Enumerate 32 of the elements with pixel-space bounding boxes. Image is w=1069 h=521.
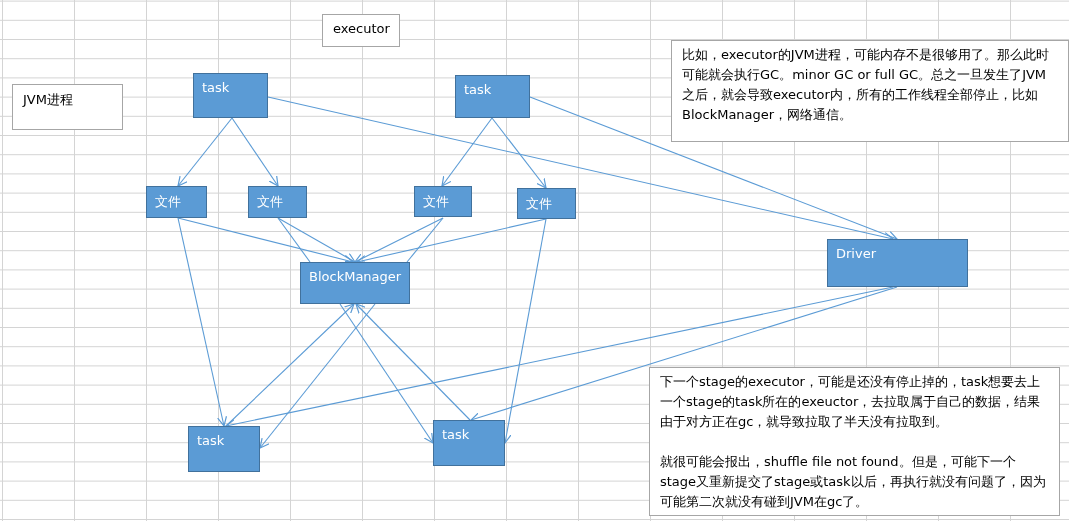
arrow (259, 303, 376, 449)
file-box: 文件 (414, 186, 472, 217)
arrow (441, 117, 493, 187)
note-box: 比如，executor的JVM进程，可能内存不是很够用了。那么此时可能就会执行GC。minor GC or full GC。总之一旦发生了JVM之后，就会导致executor内，所有的工作线程全部停止，比如BlockManager，网络通信。 (671, 40, 1069, 142)
arrow (491, 117, 547, 189)
file-box: 文件 (517, 188, 576, 219)
task-box: task (455, 75, 530, 118)
task-box: task (193, 73, 268, 118)
task-box: task (433, 420, 505, 466)
arrow (355, 303, 471, 421)
arrow (470, 286, 898, 423)
arrow (529, 96, 898, 241)
note-box (649, 367, 1060, 516)
process-box: BlockManager (300, 262, 410, 304)
file-box: 文件 (248, 186, 307, 218)
arrow (356, 218, 547, 265)
arrow (177, 217, 228, 427)
arrow (277, 217, 356, 263)
file-box: 文件 (146, 186, 207, 218)
label-box: executor (322, 14, 400, 47)
arrow (339, 303, 434, 444)
process-box: Driver (827, 239, 968, 287)
arrow (267, 96, 894, 242)
note-paragraph: 就很可能会报出，shuffle file not found。但是，可能下一个stage又重新提交了stage或task以后，再执行就没有问题了，因为可能第二次就没有碰到JVM在gc了。 (660, 453, 1047, 511)
connector-line (406, 217, 444, 263)
note-paragraph: 下一个stage的executor，可能是还没有停止掉的，task想要去上一个stage的task所在的exeuctor，去拉取属于自己的数据，结果由于对方正在gc，就导致拉取了半天没有拉取到。 (660, 373, 1042, 431)
connector-line (277, 217, 311, 263)
task-box: task (188, 426, 260, 472)
arrow (231, 117, 279, 187)
label-box: JVM进程 (12, 84, 123, 130)
arrow (177, 117, 233, 187)
arrow (354, 217, 444, 263)
